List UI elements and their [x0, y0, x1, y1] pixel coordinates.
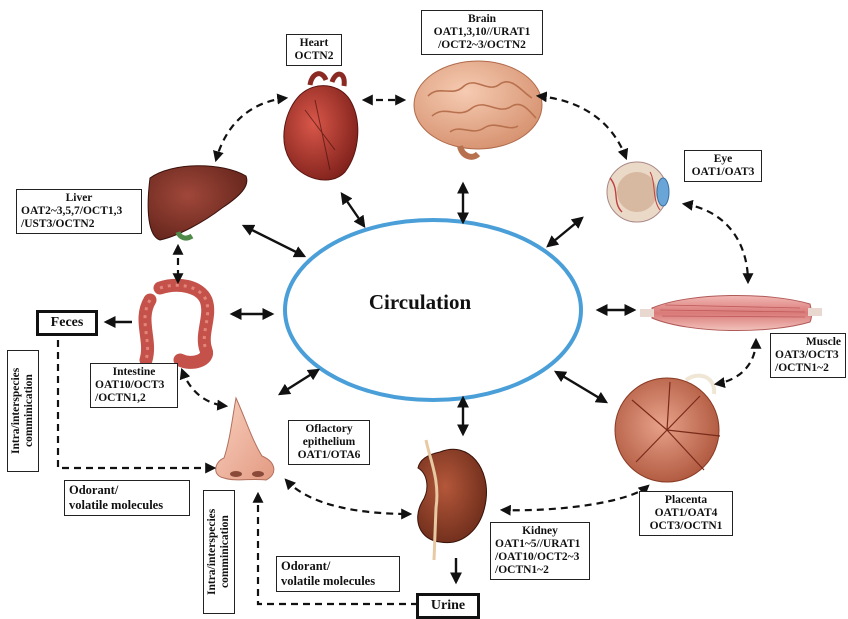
muscle-name: Muscle — [775, 336, 841, 349]
muscle-transporters-2: /OCTN1~2 — [775, 362, 841, 375]
liver-label: Liver OAT2~3,5,7/OCT1,3 /UST3/OCTN2 — [16, 189, 142, 234]
placenta-image — [615, 376, 720, 482]
intestine-label: Intestine OAT10/OCT3 /OCTN1,2 — [90, 363, 178, 408]
liver-image — [148, 166, 247, 240]
urine-box: Urine — [416, 593, 480, 619]
brain-image — [414, 61, 542, 157]
mid-communication-line-1: Intra/interspecies — [206, 495, 219, 609]
heart-image — [284, 74, 358, 180]
eye-label: Eye OAT1/OAT3 — [684, 150, 762, 182]
feces-box: Feces — [36, 310, 98, 336]
odorant-left-label: Odorant/ volatile molecules — [64, 480, 190, 516]
left-communication-line-1: Intra/interspecies — [10, 355, 23, 467]
brain-transporters-1: OAT1,3,10//URAT1 — [426, 26, 538, 39]
left-communication-label: Intra/interspecies comminication — [7, 350, 39, 472]
intestine-transporters-2: /OCTN1,2 — [95, 392, 173, 405]
kidney-transporters-2: /OAT10/OCT2~3 — [495, 551, 585, 564]
eye-transporters: OAT1/OAT3 — [689, 166, 757, 179]
placenta-label: Placenta OAT1/OAT4 OCT3/OCTN1 — [639, 491, 733, 536]
olfactory-label: Oflactory epithelium OAT1/OTA6 — [288, 420, 370, 465]
eye-image — [607, 162, 669, 222]
kidney-name: Kidney — [495, 525, 585, 538]
kidney-transporters-1: OAT1~5//URAT1 — [495, 538, 585, 551]
olfactory-name-2: epithelium — [293, 436, 365, 449]
liver-transporters-1: OAT2~3,5,7/OCT1,3 — [21, 205, 137, 218]
muscle-label: Muscle OAT3/OCT3 /OCTN1~2 — [770, 333, 846, 378]
kidney-image — [418, 440, 487, 560]
liver-transporters-2: /UST3/OCTN2 — [21, 218, 137, 231]
muscle-transporters-1: OAT3/OCT3 — [775, 349, 841, 362]
left-communication-line-2: comminication — [23, 355, 36, 467]
mid-communication-line-2: comminication — [219, 495, 232, 609]
eye-name: Eye — [689, 153, 757, 166]
olfactory-transporters: OAT1/OTA6 — [293, 449, 365, 462]
brain-label: Brain OAT1,3,10//URAT1 /OCT2~3/OCTN2 — [421, 10, 543, 55]
heart-name: Heart — [291, 37, 337, 50]
kidney-label: Kidney OAT1~5//URAT1 /OAT10/OCT2~3 /OCTN… — [490, 522, 590, 580]
liver-name: Liver — [21, 192, 137, 205]
placenta-transporters-1: OAT1/OAT4 — [644, 507, 728, 520]
kidney-transporters-3: /OCTN1~2 — [495, 564, 585, 577]
odorant-left-line-1: Odorant/ — [69, 483, 185, 498]
muscle-image — [640, 295, 822, 330]
odorant-bottom-label: Odorant/ volatile molecules — [276, 556, 400, 592]
heart-transporters: OCTN2 — [291, 50, 337, 63]
intestine-name: Intestine — [95, 366, 173, 379]
intestine-image — [145, 285, 208, 362]
odorant-bottom-line-1: Odorant/ — [281, 559, 395, 574]
brain-name: Brain — [426, 13, 538, 26]
nose-image — [216, 398, 274, 480]
intestine-transporters-1: OAT10/OCT3 — [95, 379, 173, 392]
brain-transporters-2: /OCT2~3/OCTN2 — [426, 39, 538, 52]
placenta-transporters-2: OCT3/OCTN1 — [644, 520, 728, 533]
placenta-name: Placenta — [644, 494, 728, 507]
odorant-left-line-2: volatile molecules — [69, 498, 185, 513]
olfactory-name-1: Oflactory — [293, 423, 365, 436]
heart-label: Heart OCTN2 — [286, 34, 342, 66]
mid-communication-label: Intra/interspecies comminication — [203, 490, 235, 614]
odorant-bottom-line-2: volatile molecules — [281, 574, 395, 589]
circulation-label: Circulation — [320, 290, 520, 315]
